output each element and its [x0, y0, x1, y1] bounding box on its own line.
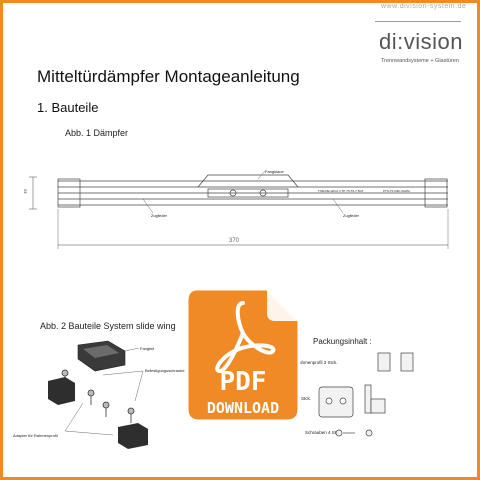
- label-fangteil: Fangteil: [140, 346, 155, 351]
- label-zugfeder-left: Zugfeder: [151, 213, 168, 218]
- label-adapter: Adapter für Rahmenprofil: [13, 433, 58, 438]
- figure-1-caption: Abb. 1 Dämpfer: [65, 128, 129, 138]
- dimension-length: 370: [229, 238, 240, 244]
- packing-illustration: [318, 352, 414, 437]
- header-url: www.division-system.de: [381, 3, 467, 10]
- label-befestigung: Befestigungsschraube: [145, 368, 185, 373]
- page-title: Mitteltürdämpfer Montageanleitung: [37, 67, 300, 86]
- section-heading: 1. Bauteile: [37, 100, 99, 115]
- packing-row-3: Schrauben 4 Stck.: [305, 430, 342, 435]
- brand-logo: di:vision: [379, 29, 463, 54]
- damper-drawing: [29, 170, 449, 249]
- packing-title: Packungsinhalt :: [313, 337, 372, 346]
- packing-row-1: r Rahmenprofil 3 Stck.: [293, 360, 338, 365]
- packing-row-2: Stck.: [301, 396, 312, 401]
- label-part-b: PTS-TF-D9F-SG0M: [383, 189, 410, 193]
- pdf-badge-label-bottom: DOWNLOAD: [206, 399, 280, 417]
- logo-rule: [375, 21, 461, 22]
- label-fangklaue: Fangklaue: [265, 169, 284, 174]
- pdf-download-badge[interactable]: PDF DOWNLOAD: [185, 287, 301, 423]
- parts-illustration: [48, 340, 148, 449]
- pdf-file-icon: [185, 287, 301, 423]
- pdf-badge-label-top: PDF: [219, 367, 267, 397]
- label-part-a: TSM-DE-WD-0.4 TP-75-T0-7-5GT: [318, 189, 364, 193]
- brand-tagline: Trennwandsysteme + Glastüren: [381, 58, 459, 64]
- figure-2-caption: Abb. 2 Bauteile System slide wing: [40, 321, 176, 331]
- label-zugfeder-right: Zugfeder: [343, 213, 360, 218]
